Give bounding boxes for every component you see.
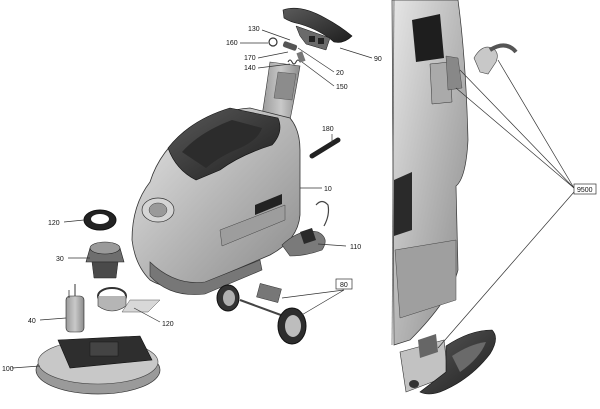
callout-110: 110	[350, 244, 361, 251]
leader-lines	[11, 29, 575, 369]
callout-9500: 9500	[577, 187, 593, 194]
squeegee-bar	[309, 137, 341, 159]
callout-170: 170	[244, 55, 256, 62]
callout-120-lower: 120	[162, 321, 174, 328]
callout-80-box	[335, 278, 353, 290]
machine-body	[131, 107, 301, 295]
hook-part	[473, 43, 518, 75]
callout-90: 90	[374, 56, 382, 63]
callout-120-top: 120	[48, 220, 60, 227]
front-wheel	[216, 284, 240, 312]
callout-130: 130	[248, 26, 260, 33]
vacuum-motor	[85, 241, 125, 279]
callout-80: 80	[340, 282, 348, 289]
callout-180: 180	[322, 126, 334, 133]
callout-10: 10	[324, 186, 332, 193]
callout-140: 140	[244, 65, 256, 72]
brush-motor	[65, 284, 85, 333]
seal-ring-top	[83, 209, 117, 231]
brush-deck	[35, 335, 161, 395]
callout-20: 20	[336, 70, 344, 77]
small-parts-cluster	[268, 37, 306, 65]
holder-bracket	[399, 329, 496, 395]
handle-assembly	[282, 7, 353, 51]
callout-160: 160	[226, 40, 238, 47]
callout-100: 100	[2, 366, 14, 373]
callout-150: 150	[336, 84, 348, 91]
squeegee-mount	[281, 200, 330, 257]
seal-ring-lower	[97, 287, 161, 313]
callout-30: 30	[56, 256, 64, 263]
detail-view	[391, 0, 469, 346]
rear-wheel-assembly	[239, 283, 307, 345]
callout-9500-box	[573, 183, 597, 195]
steering-column	[261, 61, 301, 121]
callout-labels: 130 160 170 140 90 20 150 180 10 110 120…	[2, 26, 597, 373]
callout-40: 40	[28, 318, 36, 325]
